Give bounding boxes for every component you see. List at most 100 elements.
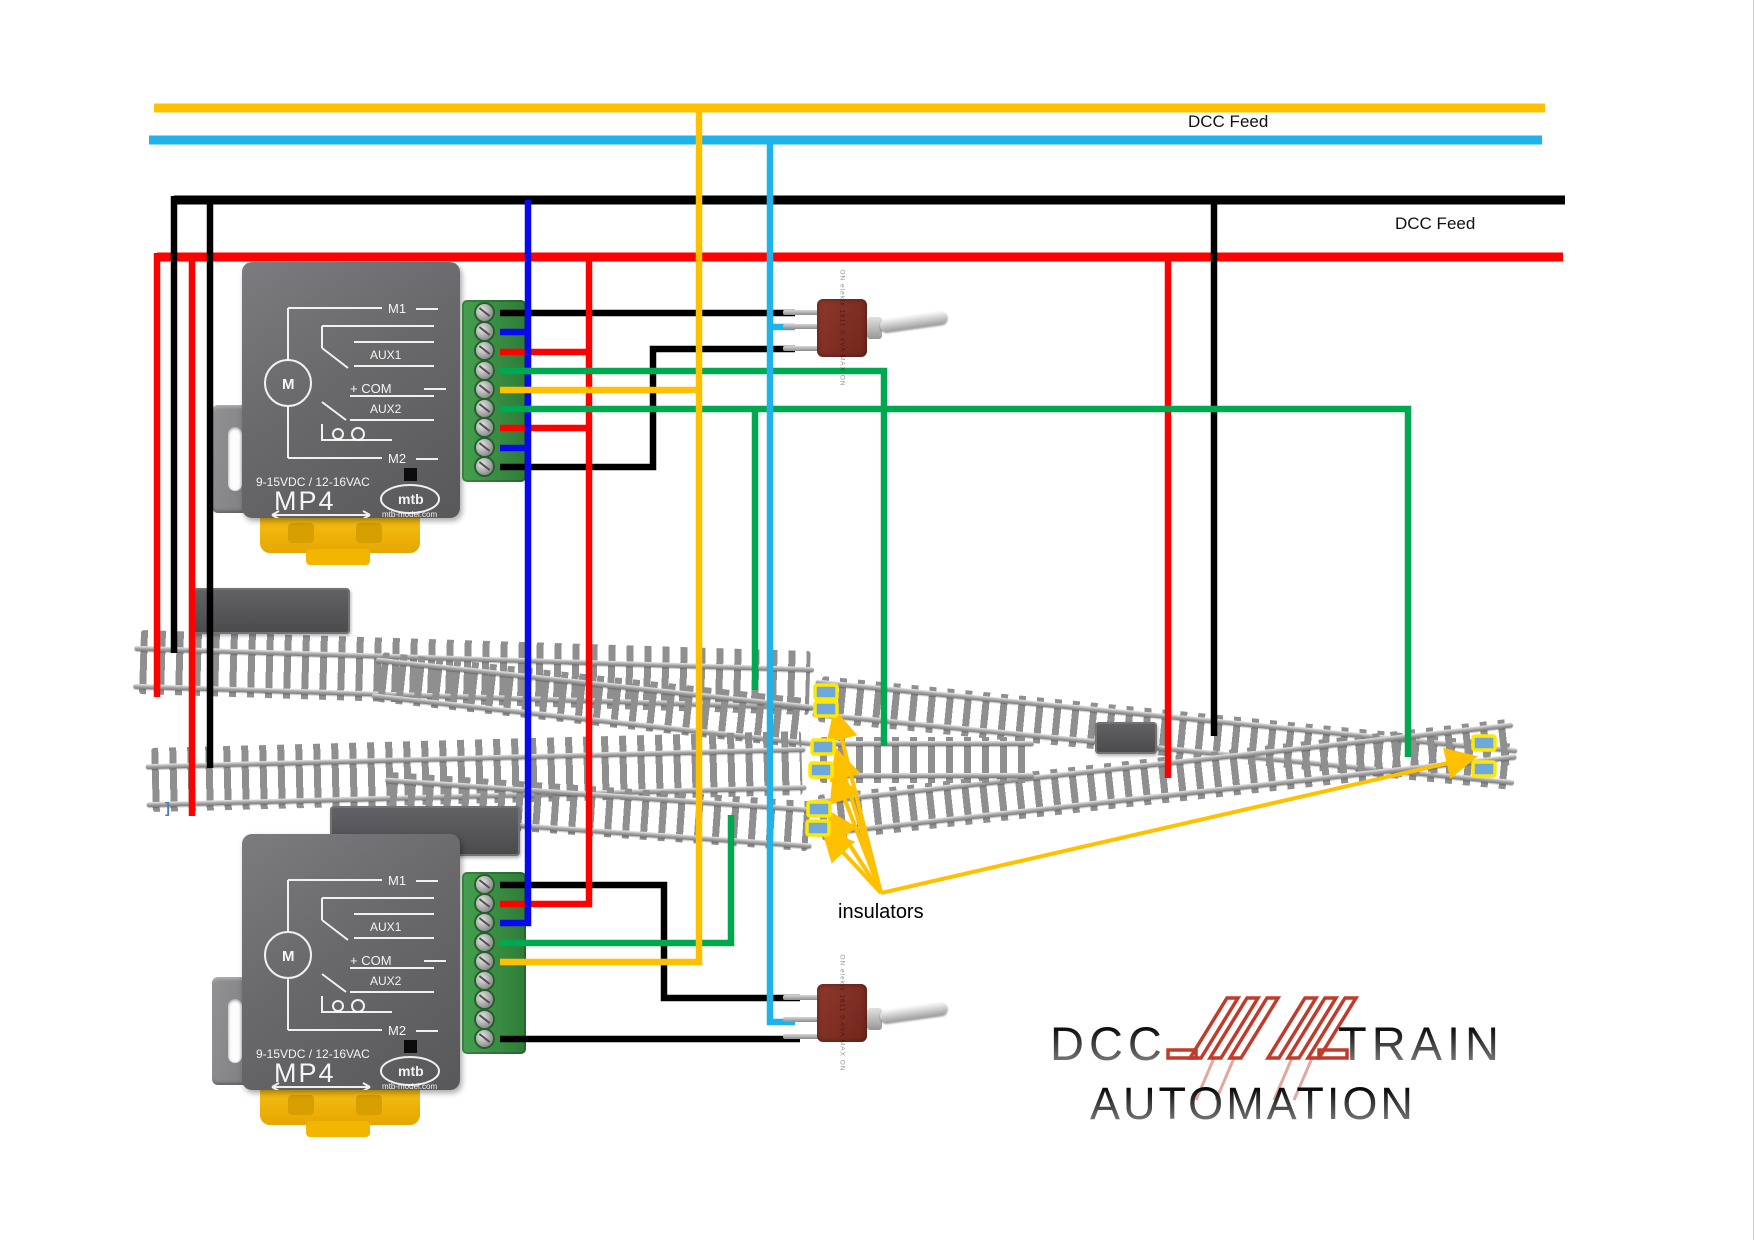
motor-letter: M — [282, 948, 295, 965]
terminal-screw — [476, 342, 493, 359]
wire-green-decoder2-to-turnout — [500, 815, 735, 947]
logo-slash — [1206, 996, 1262, 1060]
switch-pin — [783, 310, 820, 315]
decoder-printed-diagram: M1 AUX1 + COM M AUX2 M2 9-15VDC / 12-16V… — [256, 301, 446, 518]
rail-insulator — [1471, 734, 1497, 752]
terminal-label-com: + COM — [350, 381, 392, 396]
rail-insulator — [805, 819, 831, 837]
terminal-screw — [476, 1030, 493, 1047]
wire-green-aux-to-crossing — [500, 367, 888, 746]
insulator-arrow — [821, 829, 883, 895]
rail-insulator — [808, 761, 834, 779]
terminal-label-aux1: AUX1 — [370, 348, 402, 362]
insulator-arrow — [826, 809, 883, 895]
logo-slash — [1284, 996, 1340, 1060]
terminal-screw — [476, 458, 493, 475]
logo-slash-tail — [1194, 1057, 1216, 1101]
terminal-label-m1: M1 — [388, 873, 406, 888]
wire-cyan-feed-to-switches — [766, 142, 795, 1026]
motor-letter: M — [282, 376, 295, 393]
switch-pin — [783, 1017, 820, 1022]
rail-insulator — [813, 683, 839, 701]
switch-body: ON elekis 1811 0.4VA MAX ON — [817, 954, 867, 1072]
brand-website: mtb-model.com — [382, 1082, 437, 1090]
logo-slash-tail — [1214, 1057, 1236, 1101]
insulators-label: insulators — [838, 901, 924, 923]
power-rating: 9-15VDC / 12-16VAC — [256, 1047, 370, 1061]
terminal-screw — [476, 381, 493, 398]
terminal-screw — [476, 400, 493, 417]
terminal-screw — [476, 914, 493, 931]
dcc-feed-label-accessory: DCC Feed — [1188, 112, 1269, 131]
wire-blue-bus — [500, 200, 532, 927]
terminal-label-m1: M1 — [388, 301, 406, 316]
terminal-screw — [476, 362, 493, 379]
terminal-screw — [476, 876, 493, 893]
terminal-screw — [476, 972, 493, 989]
brand-logo: mtb — [398, 491, 424, 507]
terminal-screw — [476, 934, 493, 951]
brand-logo: mtb — [398, 1063, 424, 1079]
base-notch — [288, 523, 314, 543]
terminal-label-m2: M2 — [388, 1023, 406, 1038]
dcc-feed-label-track: DCC Feed — [1395, 214, 1476, 233]
toggle-switch-1: ON elekis 1811 0.4VA MAX ON — [783, 269, 958, 387]
brand-website: mtb-model.com — [382, 510, 437, 518]
rail-insulator — [810, 738, 836, 756]
toggle-switch-2: ON elekis 1811 0.4VA MAX ON — [783, 954, 958, 1072]
insulator-arrow — [829, 769, 883, 894]
model-name: MP4 — [274, 1058, 336, 1088]
point-machine — [190, 588, 350, 634]
wire-green-aux-to-crossing-far — [500, 405, 1412, 757]
mp4-point-decoder-1: M1 AUX1 + COM M AUX2 M2 9-15VDC / 12-16V… — [212, 255, 530, 565]
power-rating: 9-15VDC / 12-16VAC — [256, 475, 370, 489]
logo-slash — [1264, 996, 1320, 1060]
terminal-screw — [476, 439, 493, 456]
decoder-printed-diagram: M1 AUX1 + COM M AUX2 M2 9-15VDC / 12-16V… — [256, 873, 446, 1090]
switch-pin — [783, 1034, 820, 1039]
base-notch — [356, 1095, 382, 1115]
rail-insulator — [813, 700, 839, 718]
switch-marking: ON elekis 1811 0.4VA MAX ON — [838, 269, 846, 387]
track-rail — [814, 773, 1034, 778]
switch-pin — [783, 995, 820, 1000]
terminal-label-com: + COM — [350, 953, 392, 968]
base-tab — [306, 549, 370, 565]
track-rail — [814, 741, 1034, 746]
decoder-body: M1 AUX1 + COM M AUX2 M2 9-15VDC / 12-16V… — [242, 834, 460, 1090]
insulator-arrow-long — [880, 747, 1478, 895]
terminal-screw — [476, 419, 493, 436]
mp4-point-decoder-2: M1 AUX1 + COM M AUX2 M2 9-15VDC / 12-16V… — [212, 827, 530, 1137]
terminal-screw — [476, 895, 493, 912]
logo-slash-tail — [1292, 1057, 1314, 1101]
switch-bushing — [867, 1008, 882, 1030]
logo-word-dcc: DCC — [1050, 1017, 1167, 1070]
logo-slash — [1186, 996, 1242, 1060]
terminal-screw — [476, 304, 493, 321]
rail-insulator — [806, 800, 832, 818]
bracket-slot — [228, 427, 242, 491]
model-name: MP4 — [274, 486, 336, 516]
terminal-screw — [476, 953, 493, 970]
switch-bushing — [867, 317, 882, 339]
base-notch — [288, 1095, 314, 1115]
terminal-screw — [476, 323, 493, 340]
base-notch — [356, 523, 382, 543]
terminal-label-aux1: AUX1 — [370, 920, 402, 934]
logo-word-automation: AUTOMATION — [1090, 1078, 1416, 1129]
terminal-label-aux2: AUX2 — [370, 974, 402, 988]
terminal-screw — [476, 991, 493, 1008]
bracket-slot — [228, 999, 242, 1063]
stray-bracket-glyph: ] — [165, 800, 170, 817]
logo-slash — [1226, 996, 1282, 1060]
switch-pin — [783, 324, 820, 329]
terminal-label-m2: M2 — [388, 451, 406, 466]
logo-slash-tail — [1272, 1057, 1294, 1101]
switch-marking: ON elekis 1811 0.4VA MAX ON — [838, 954, 846, 1072]
base-tab — [306, 1121, 370, 1137]
rail-insulator — [1471, 760, 1497, 778]
